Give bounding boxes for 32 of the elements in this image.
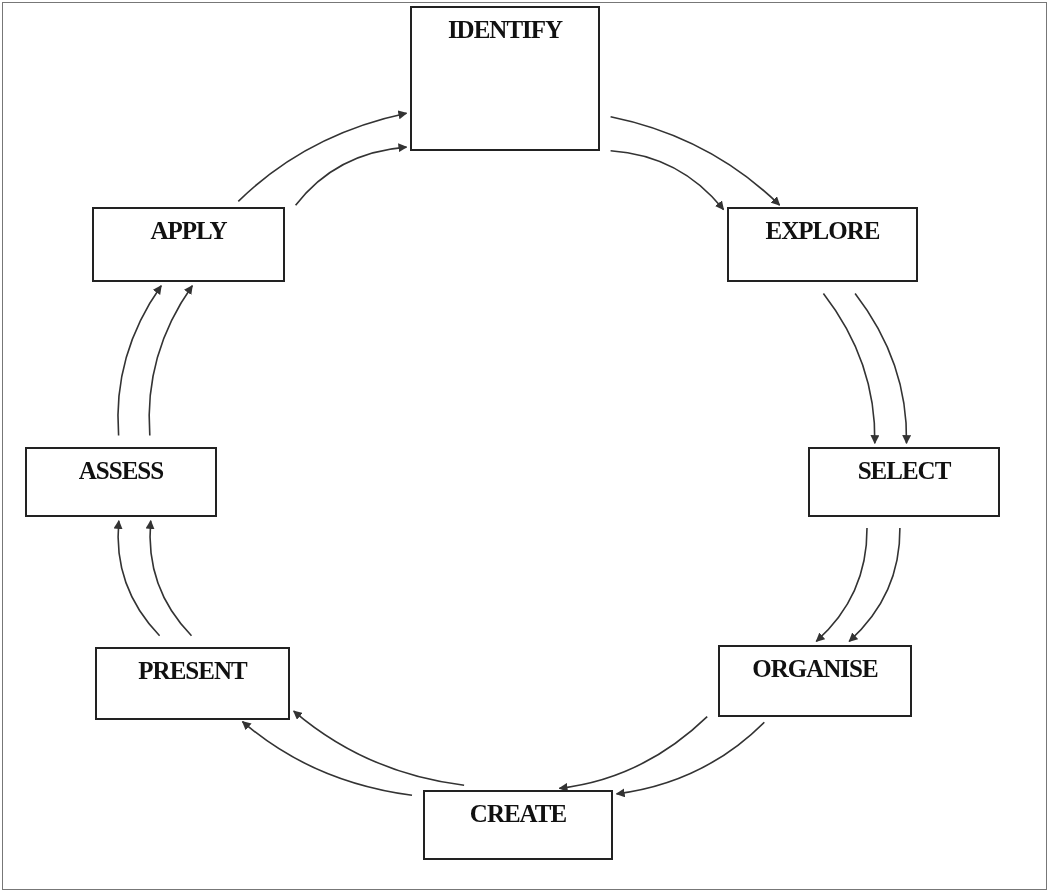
step-box	[92, 207, 285, 282]
arrow	[815, 527, 868, 643]
arrow	[117, 285, 162, 437]
step-box	[95, 647, 290, 720]
step-label: ASSESS	[78, 457, 164, 485]
arrow	[145, 519, 193, 637]
step-box	[727, 207, 918, 282]
step-label: CREATE	[469, 800, 567, 828]
step-box	[25, 447, 217, 517]
step-box	[423, 790, 613, 860]
arrow	[609, 116, 781, 206]
step-label: APPLY	[150, 217, 227, 245]
arrow	[848, 527, 901, 643]
arrow	[558, 715, 708, 792]
step-box	[410, 6, 600, 151]
step-label: PRESENT	[138, 657, 247, 685]
arrow	[294, 143, 408, 207]
arrow	[615, 721, 766, 798]
step-label: SELECT	[857, 457, 951, 485]
step-label: EXPLORE	[765, 217, 880, 245]
arrow	[292, 710, 465, 786]
arrow	[148, 285, 194, 437]
step-box	[718, 645, 912, 717]
step-label: ORGANISE	[752, 655, 878, 683]
arrow	[854, 292, 911, 445]
arrow	[113, 519, 161, 637]
arrow	[822, 292, 880, 445]
arrow	[237, 110, 408, 203]
arrow	[609, 149, 725, 211]
step-label: IDENTIFY	[447, 16, 563, 44]
step-box	[808, 447, 1000, 517]
arrow	[241, 720, 413, 797]
